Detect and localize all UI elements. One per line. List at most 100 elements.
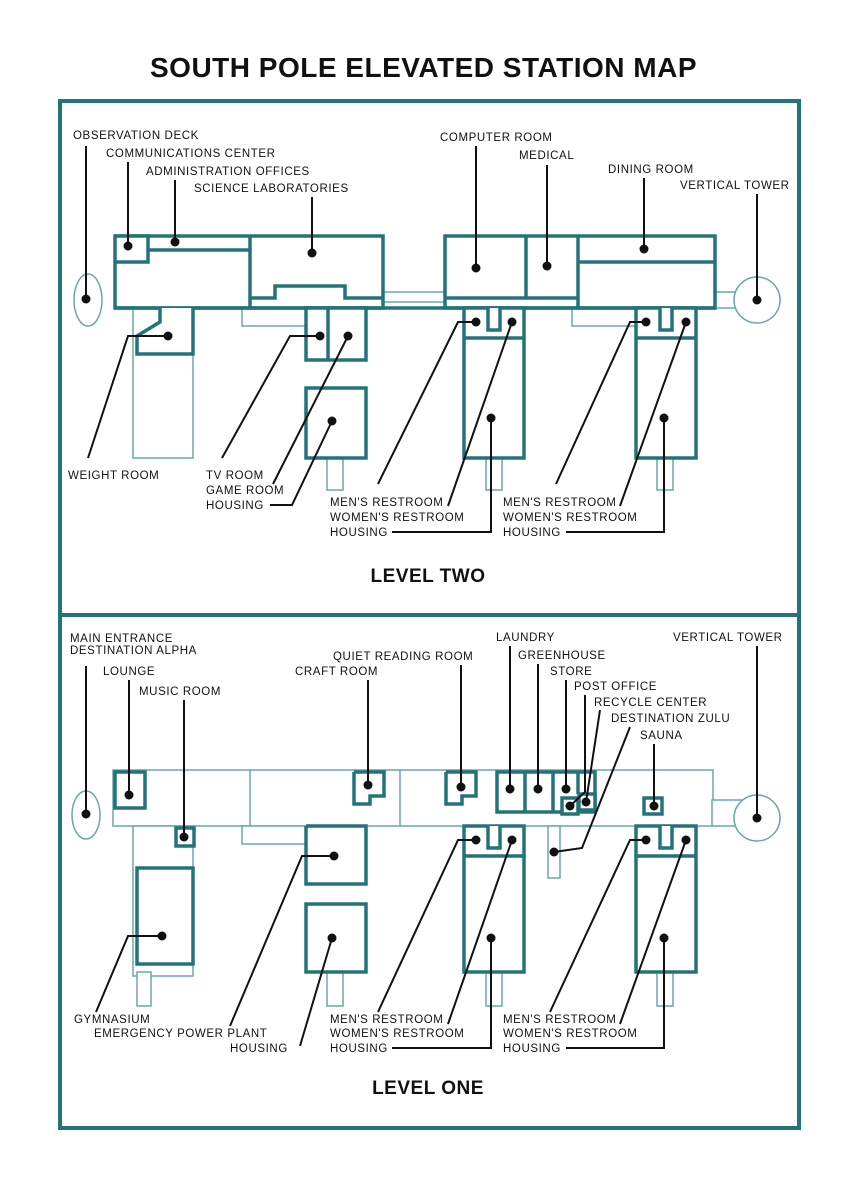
label-computer-room: COMPUTER ROOM: [440, 132, 553, 144]
dot-communications: [123, 241, 133, 251]
label-observation-deck: OBSERVATION DECK: [73, 130, 199, 142]
label-mens-restroom-1b: MEN'S RESTROOM: [503, 1014, 616, 1026]
label-housing-2b: HOUSING: [503, 527, 561, 539]
dot-vertical-tower: [752, 295, 762, 305]
level-two-labels: OBSERVATION DECK COMMUNICATIONS CENTER A…: [68, 130, 790, 587]
dot-mens-a: [471, 317, 481, 327]
dot-lounge: [124, 790, 134, 800]
wall-1f: [486, 826, 502, 850]
label-main-entrance: MAIN ENTRANCE: [70, 633, 173, 645]
wall-h: [658, 308, 674, 332]
label-housing-1b: HOUSING: [503, 1043, 561, 1055]
dot-mens-b: [641, 317, 651, 327]
wing-link-a: [241, 307, 307, 327]
leader-tv-room: [221, 335, 320, 459]
dot-sauna: [649, 801, 659, 811]
label-destination-alpha: DESTINATION ALPHA: [70, 645, 197, 657]
label-quiet-reading-room: QUIET READING ROOM: [333, 651, 473, 663]
label-communications-center: COMMUNICATIONS CENTER: [106, 148, 276, 160]
dot-greenhouse: [533, 784, 543, 794]
dot-housing-1a: [486, 933, 496, 943]
dot-tv-room: [315, 331, 325, 341]
dot-housing: [327, 416, 337, 426]
dot-gymnasium: [157, 931, 167, 941]
label-laundry: LAUNDRY: [496, 632, 555, 644]
stair-a: [326, 457, 344, 491]
label-housing-1: HOUSING: [230, 1043, 288, 1055]
level-two-leaders: [81, 146, 762, 533]
label-housing-1a: HOUSING: [330, 1043, 388, 1055]
label-science-laboratories: SCIENCE LABORATORIES: [194, 183, 349, 195]
label-mens-restroom-1a: MEN'S RESTROOM: [330, 1014, 443, 1026]
leader-post-office: [569, 695, 586, 807]
dot-housing-1b: [659, 933, 669, 943]
leader-destination-zulu: [553, 726, 631, 853]
dot-dining: [639, 244, 649, 254]
leader-game-room: [272, 335, 349, 485]
dot-womens-1b: [681, 835, 691, 845]
wing-link-1a: [241, 825, 307, 845]
leader-mens-1a: [377, 839, 476, 1013]
wall-f: [486, 308, 502, 332]
leader-mens-a: [377, 321, 476, 485]
leader-housing-1b: [566, 938, 665, 1049]
label-womens-restroom-1b: WOMEN'S RESTROOM: [503, 1028, 637, 1040]
tv-game-room: [304, 306, 368, 362]
level-one-spine: [112, 769, 714, 827]
dot-quiet-reading: [456, 782, 466, 792]
dot-craft-room: [363, 780, 373, 790]
label-dining-room: DINING ROOM: [608, 164, 694, 176]
wing-link-b: [571, 307, 637, 327]
weight-room: [135, 308, 195, 356]
stair-1b: [326, 971, 344, 1007]
label-game-room: GAME ROOM: [206, 485, 284, 497]
dot-vertical-tower-1: [752, 813, 762, 823]
dot-store: [561, 784, 571, 794]
level-one-title: LEVEL ONE: [372, 1078, 484, 1099]
dot-weight-room: [163, 331, 173, 341]
leader-housing-1: [299, 937, 333, 1047]
dot-womens-a: [507, 317, 517, 327]
label-womens-restroom-2b: WOMEN'S RESTROOM: [503, 512, 637, 524]
dot-recycle-center: [581, 797, 591, 807]
dot-mens-1b: [641, 835, 651, 845]
leader-housing-a: [392, 418, 492, 533]
label-emergency-power-plant: EMERGENCY POWER PLANT: [94, 1028, 267, 1040]
level-one-plan: [71, 769, 781, 1007]
level-two-plan: [73, 234, 781, 491]
stair-1c: [485, 971, 503, 1007]
dot-science: [307, 248, 317, 258]
label-greenhouse: GREENHOUSE: [518, 650, 606, 662]
dot-music-room: [179, 832, 189, 842]
dot-administration: [170, 237, 180, 247]
label-weight-room: WEIGHT ROOM: [68, 470, 159, 482]
leader-womens-a: [447, 321, 513, 507]
leader-recycle-center: [585, 709, 601, 803]
leader-gymnasium: [95, 935, 162, 1013]
leader-mens-b: [555, 321, 646, 485]
dot-womens-b: [681, 317, 691, 327]
label-administration-offices: ADMINISTRATION OFFICES: [146, 166, 310, 178]
dot-main-entrance: [81, 809, 91, 819]
label-lounge: LOUNGE: [103, 666, 155, 678]
label-vertical-tower-2: VERTICAL TOWER: [680, 180, 790, 192]
corridor-link: [379, 291, 449, 303]
label-gymnasium: GYMNASIUM: [74, 1014, 150, 1026]
comms-room: [115, 250, 150, 264]
label-housing-2a: HOUSING: [330, 527, 388, 539]
label-vertical-tower-1: VERTICAL TOWER: [673, 632, 783, 644]
label-destination-zulu: DESTINATION ZULU: [611, 713, 730, 725]
leader-housing: [270, 420, 333, 506]
dot-womens-1a: [507, 835, 517, 845]
leader-housing-1a: [392, 938, 492, 1049]
dot-computer: [471, 263, 481, 273]
map-title: SOUTH POLE ELEVATED STATION MAP: [150, 52, 697, 83]
label-tv-room: TV ROOM: [206, 470, 264, 482]
dot-observation-deck: [81, 294, 91, 304]
wall-1h: [658, 826, 674, 850]
dot-game-room: [343, 331, 353, 341]
housing-wing-1c: [634, 824, 698, 974]
leader-womens-1a: [447, 839, 513, 1025]
label-store: STORE: [550, 666, 592, 678]
